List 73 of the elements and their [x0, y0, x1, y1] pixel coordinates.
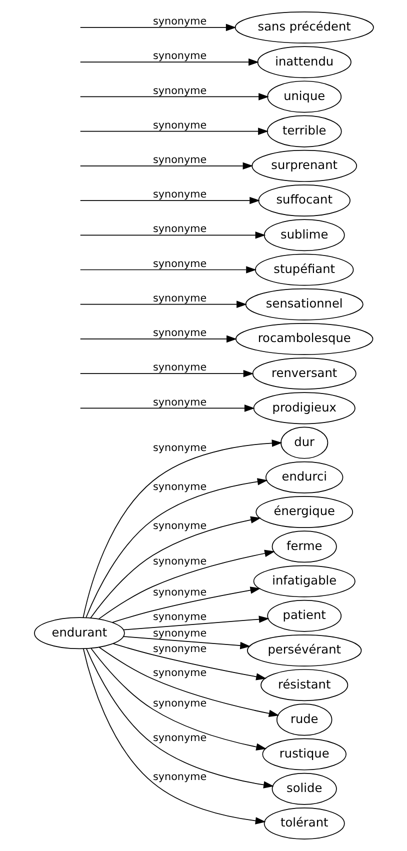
arrow: [112, 643, 266, 680]
arrow: [90, 516, 261, 618]
node-ellipse: unique: [266, 80, 342, 113]
edge-label: synonyme: [152, 84, 206, 97]
node-ellipse: rustique: [262, 738, 346, 770]
edge-label: synonyme: [152, 362, 206, 374]
arrow: [85, 478, 268, 618]
node-ellipse: renversant: [252, 358, 356, 390]
edge-label: synonyme: [152, 555, 206, 568]
node-ellipse: rocambolesque: [235, 322, 373, 355]
arrow: [79, 335, 236, 343]
arrow: [79, 58, 258, 66]
edge-label: synonyme: [152, 119, 206, 132]
edge-label: synonyme: [152, 520, 206, 532]
arrow: [82, 440, 282, 618]
node-ellipse: énergique: [255, 496, 353, 528]
node-ellipse: résistant: [260, 669, 348, 702]
edge-label: synonyme: [152, 188, 206, 201]
arrow: [122, 636, 250, 650]
arrow: [90, 648, 266, 750]
node-ellipse: tolérant: [263, 808, 344, 840]
edge-label: synonyme: [152, 610, 206, 623]
arrow: [79, 128, 268, 135]
arrow: [98, 646, 279, 717]
node-ellipse: inattendu: [256, 46, 351, 78]
edge-label: synonyme: [152, 442, 206, 454]
arrow: [79, 404, 254, 412]
node-ellipse: infatigable: [252, 565, 355, 598]
node-ellipse: prodigieux: [252, 392, 355, 424]
node-ellipse: sans précédent: [234, 11, 374, 44]
arrow: [122, 616, 269, 630]
arrow: [79, 370, 254, 378]
node-ellipse: surprenant: [251, 150, 357, 182]
edge-label: synonyme: [152, 627, 206, 640]
arrow: [79, 93, 268, 100]
node-ellipse: suffocant: [258, 184, 350, 217]
arrow: [79, 162, 253, 170]
arrow: [86, 648, 274, 788]
edge-label: synonyme: [152, 223, 206, 236]
node-ellipse: rude: [276, 704, 332, 736]
arrow: [82, 648, 266, 824]
node-ellipse: persévérant: [246, 634, 362, 666]
edge-label: synonyme: [152, 642, 206, 655]
arrow: [111, 586, 260, 623]
edge-label: synonyme: [152, 697, 206, 710]
node-ellipse: solide: [271, 772, 336, 805]
arrow: [79, 196, 260, 204]
edge-label: synonyme: [152, 770, 206, 783]
edge-label: synonyme: [152, 16, 206, 28]
node-ellipse: stupéfiant: [254, 254, 354, 286]
arrow: [79, 232, 266, 239]
edge-label: synonyme: [152, 327, 206, 340]
edge-label: synonyme: [152, 258, 206, 270]
node-ellipse: terrible: [266, 115, 342, 148]
node-ellipse: patient: [266, 600, 342, 632]
arrow: [79, 266, 256, 274]
edge-label: synonyme: [152, 50, 206, 62]
edge-label: synonyme: [152, 292, 206, 304]
node-ellipse: endurci: [265, 461, 343, 494]
edge-label: synonyme: [152, 586, 206, 599]
node-ellipse: sensationnel: [244, 288, 363, 320]
edge-label: synonyme: [152, 154, 206, 166]
node-ellipse: dur: [280, 426, 328, 459]
edge-label: synonyme: [152, 667, 206, 680]
arrow: [79, 300, 246, 308]
node-ellipse: ferme: [271, 530, 336, 563]
edge-label: synonyme: [152, 396, 206, 408]
node-ellipse: sublime: [263, 219, 344, 252]
edge-label: synonyme: [152, 732, 206, 744]
edge-label: synonyme: [152, 481, 206, 494]
node-ellipse: endurant: [34, 617, 124, 650]
arrow: [98, 550, 275, 620]
arrow: [79, 24, 236, 32]
